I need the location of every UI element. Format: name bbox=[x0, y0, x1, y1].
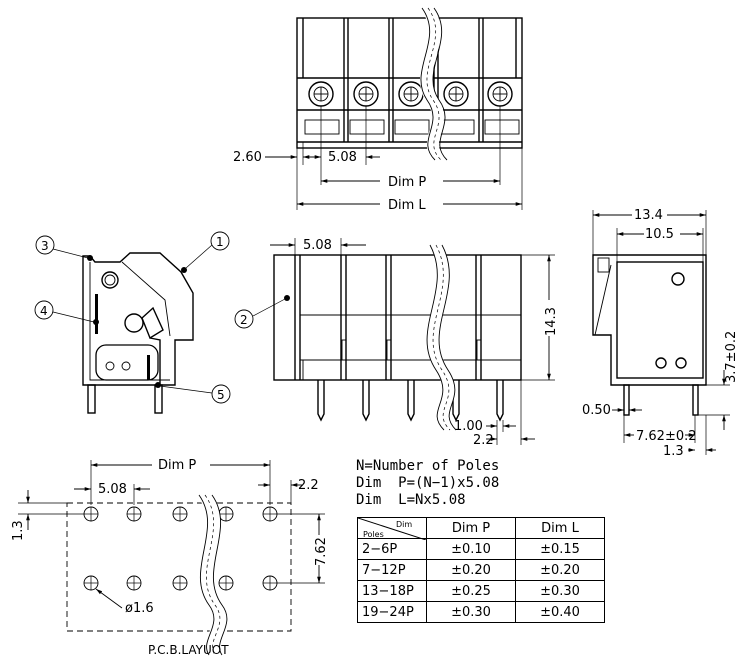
pcb-hole-dia: ø1.6 bbox=[125, 601, 154, 616]
pcb-dim-2-2: 2.2 bbox=[298, 478, 319, 493]
dim-3-7: 3.7±0.2 bbox=[724, 331, 739, 383]
corner-dim-label: Dim bbox=[396, 520, 412, 529]
svg-text:1: 1 bbox=[216, 235, 224, 249]
table-row: 13−18P ±0.25 ±0.30 bbox=[357, 580, 605, 602]
table-cell-p: ±0.25 bbox=[426, 580, 516, 602]
dim-2-60: 2.60 bbox=[233, 150, 262, 165]
note-dim-p: Dim P=(N−1)x5.08 bbox=[356, 475, 500, 491]
svg-text:5: 5 bbox=[217, 388, 225, 402]
dim-p-top: Dim P bbox=[388, 175, 426, 190]
top-view: 2.60 5.08 Dim P Dim L bbox=[233, 4, 523, 213]
dim-1-00: 1.00 bbox=[454, 419, 483, 434]
dim-l-top: Dim L bbox=[388, 198, 426, 213]
table-head-dim-p: Dim P bbox=[426, 517, 516, 539]
pcb-dim-7-62: 7.62 bbox=[314, 537, 329, 566]
table-cell-p: ±0.10 bbox=[426, 538, 516, 560]
table-row: 19−24P ±0.30 ±0.40 bbox=[357, 601, 605, 623]
pole-dividers bbox=[302, 18, 517, 142]
pcb-dim-5-08: 5.08 bbox=[98, 482, 127, 497]
dim-2-2-front: 2.2 bbox=[473, 433, 494, 448]
screw-head-icon bbox=[487, 81, 513, 107]
tolerance-table: Dim Poles Dim P Dim L 2−6P ±0.10 ±0.15 7… bbox=[357, 517, 605, 623]
dim-10-5: 10.5 bbox=[645, 227, 674, 242]
table-cell-poles: 13−18P bbox=[357, 580, 427, 602]
screw-head-icon bbox=[353, 81, 379, 107]
table-row: 2−6P ±0.10 ±0.15 bbox=[357, 538, 605, 560]
screw-head-icon bbox=[398, 81, 424, 107]
dim-7-62-end: 7.62±0.2 bbox=[636, 429, 697, 444]
side-view: 1 3 4 5 bbox=[34, 231, 231, 414]
svg-text:3: 3 bbox=[41, 239, 49, 253]
table-cell-poles: 2−6P bbox=[357, 538, 427, 560]
table-head-dim-l: Dim L bbox=[515, 517, 605, 539]
table-cell-l: ±0.15 bbox=[515, 538, 605, 560]
table-header-row: Dim Poles Dim P Dim L bbox=[357, 517, 605, 540]
table-cell-l: ±0.20 bbox=[515, 559, 605, 581]
dim-0-50: 0.50 bbox=[582, 403, 611, 418]
table-corner-cell: Dim Poles bbox=[357, 517, 427, 540]
front-slots bbox=[299, 339, 482, 381]
end-view: 13.4 10.5 3.7±0.2 0.50 7.62±0.2 1.3 bbox=[582, 208, 739, 459]
wire-slots bbox=[304, 119, 520, 135]
callout-2: 2 bbox=[234, 298, 286, 329]
notes: N=Number of Poles Dim P=(N−1)x5.08 Dim L… bbox=[356, 458, 499, 509]
callout-1: 1 bbox=[185, 231, 230, 269]
pcb-caption: P.C.B.LAYUOT bbox=[148, 643, 229, 657]
table-cell-poles: 7−12P bbox=[357, 559, 427, 581]
screw-heads bbox=[308, 81, 513, 107]
pcb-holes bbox=[83, 506, 278, 591]
table-cell-l: ±0.30 bbox=[515, 580, 605, 602]
note-poles: N=Number of Poles bbox=[356, 458, 500, 474]
screw-head-icon bbox=[308, 81, 334, 107]
callout-5: 5 bbox=[159, 384, 231, 404]
front-pins bbox=[317, 380, 504, 422]
table-cell-l: ±0.40 bbox=[515, 601, 605, 623]
front-view: 2 5.08 14.3 1.00 2.2 bbox=[234, 238, 559, 448]
callout-3: 3 bbox=[35, 235, 89, 259]
table-cell-p: ±0.30 bbox=[426, 601, 516, 623]
dim-5-08-top: 5.08 bbox=[328, 150, 357, 165]
dim-5-08-front: 5.08 bbox=[303, 238, 332, 253]
pcb-dim-1-3: 1.3 bbox=[11, 520, 26, 541]
table-cell-poles: 19−24P bbox=[357, 601, 427, 623]
table-cell-p: ±0.20 bbox=[426, 559, 516, 581]
dim-1-3-end: 1.3 bbox=[663, 444, 684, 459]
screw-head-icon bbox=[443, 81, 469, 107]
pcb-dim-p: Dim P bbox=[158, 458, 196, 473]
table-row: 7−12P ±0.20 ±0.20 bbox=[357, 559, 605, 581]
dim-13-4: 13.4 bbox=[634, 208, 663, 223]
note-dim-l: Dim L=Nx5.08 bbox=[356, 492, 466, 508]
svg-text:4: 4 bbox=[40, 304, 48, 318]
dim-14-3: 14.3 bbox=[544, 307, 559, 336]
callout-4: 4 bbox=[34, 300, 95, 323]
corner-poles-label: Poles bbox=[363, 530, 384, 539]
svg-text:2: 2 bbox=[240, 313, 248, 327]
pcb-layout: Dim P 5.08 2.2 1.3 7.62 ø1.6 P.C.B.LAYUO… bbox=[11, 458, 329, 659]
